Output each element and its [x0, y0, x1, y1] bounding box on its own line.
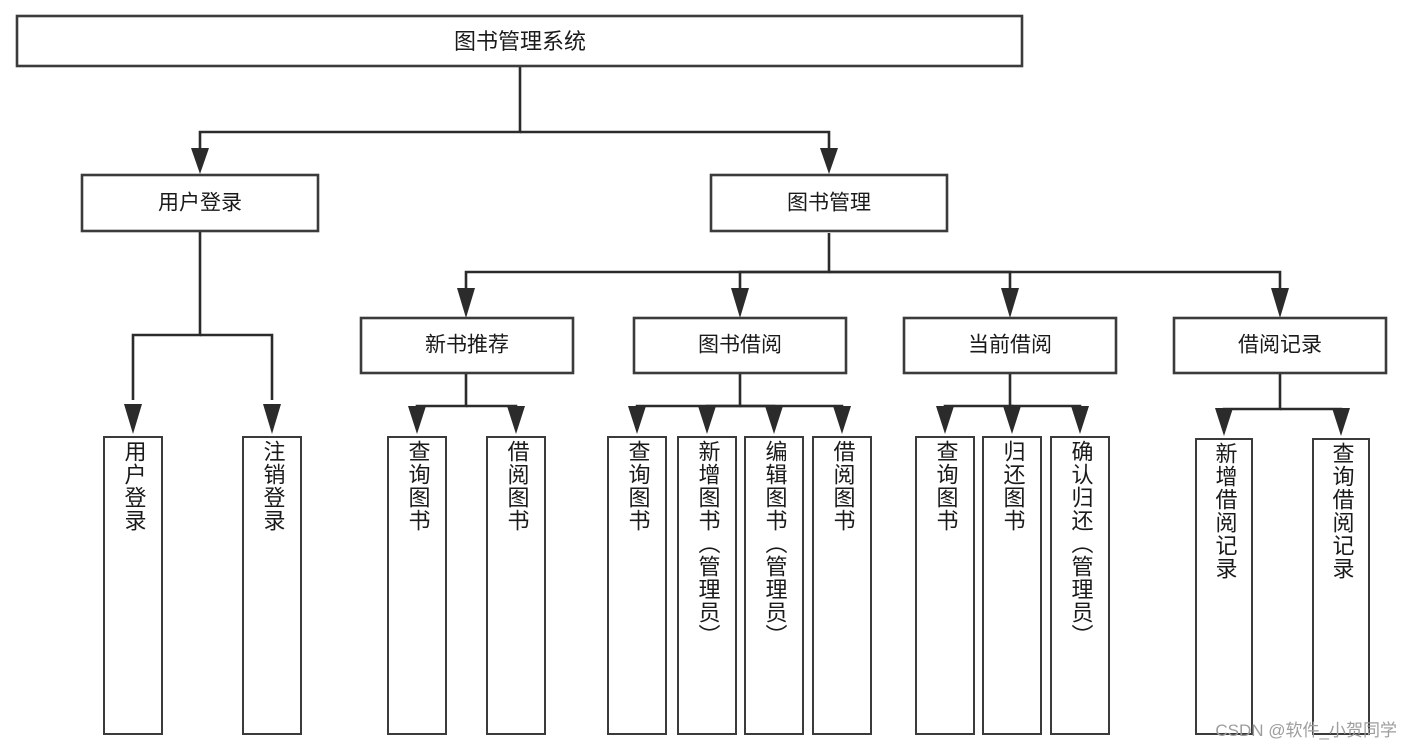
leaf-query-borrow-record[interactable]: 查询借阅记录	[1312, 438, 1370, 735]
leaf-edit-book-admin-label: 编辑图书（管理员）	[762, 440, 788, 647]
connector-bookborrow-to-leaves	[628, 373, 851, 434]
leaf-query-book-current-label: 查询图书	[933, 440, 959, 532]
leaf-borrow-book[interactable]: 借阅图书	[812, 436, 872, 735]
connector-newbook-to-leaves	[408, 373, 525, 434]
leaf-borrow-book-label: 借阅图书	[830, 440, 856, 532]
node-user-login[interactable]: 用户登录	[80, 173, 320, 233]
leaf-logout[interactable]: 注销登录	[242, 436, 302, 735]
node-borrow-record[interactable]: 借阅记录	[1172, 316, 1388, 375]
node-new-book-recommend-box[interactable]	[359, 316, 575, 375]
node-root[interactable]: 图书管理系统	[15, 14, 1024, 68]
node-borrow-record-label: 借阅记录	[1238, 334, 1322, 357]
arrow-head-icon	[1003, 406, 1021, 434]
connector-userlogin-to-leaves	[124, 230, 281, 434]
leaf-logout-label: 注销登录	[260, 440, 286, 532]
arrow-head-icon	[457, 288, 475, 318]
leaf-confirm-return-admin[interactable]: 确认归还（管理员）	[1050, 436, 1110, 735]
leaf-add-borrow-record-label: 新增借阅记录	[1212, 442, 1238, 580]
leaf-edit-book-admin[interactable]: 编辑图书（管理员）	[744, 436, 804, 735]
arrow-head-icon	[765, 406, 783, 434]
arrow-head-icon	[191, 148, 209, 174]
connector-root-to-level1	[191, 66, 838, 174]
node-book-borrow[interactable]: 图书借阅	[632, 316, 848, 375]
node-book-management-label: 图书管理	[787, 192, 871, 215]
connector-borrowrecord-to-leaves	[1215, 373, 1350, 436]
arrow-head-icon	[628, 406, 646, 434]
node-book-borrow-label: 图书借阅	[698, 334, 782, 357]
leaf-user-login[interactable]: 用户登录	[103, 436, 163, 735]
arrow-head-icon	[936, 406, 954, 434]
arrow-head-icon	[1071, 406, 1089, 434]
arrow-head-icon	[820, 148, 838, 174]
leaf-return-book-label: 归还图书	[1000, 440, 1026, 532]
leaf-query-borrow-record-label: 查询借阅记录	[1329, 442, 1355, 580]
leaf-query-book-borrow-label: 查询图书	[625, 440, 651, 532]
leaf-query-book-newbook[interactable]: 查询图书	[387, 436, 447, 735]
arrow-head-icon	[1001, 288, 1019, 318]
node-user-login-box[interactable]	[80, 173, 320, 233]
leaf-return-book[interactable]: 归还图书	[982, 436, 1042, 735]
node-current-borrow-box[interactable]	[902, 316, 1118, 375]
arrow-head-icon	[1332, 408, 1350, 436]
node-new-book-recommend[interactable]: 新书推荐	[359, 316, 575, 375]
arrow-head-icon	[507, 406, 525, 434]
leaf-add-book-admin-label: 新增图书（管理员）	[695, 440, 721, 647]
leaf-user-login-label: 用户登录	[121, 440, 147, 532]
leaf-add-borrow-record[interactable]: 新增借阅记录	[1195, 438, 1253, 735]
leaf-query-book-newbook-label: 查询图书	[405, 440, 431, 532]
arrow-head-icon	[698, 406, 716, 434]
arrow-head-icon	[124, 404, 142, 434]
node-book-borrow-box[interactable]	[632, 316, 848, 375]
node-current-borrow-label: 当前借阅	[968, 334, 1052, 357]
node-borrow-record-box[interactable]	[1172, 316, 1388, 375]
node-book-management[interactable]: 图书管理	[709, 173, 949, 233]
leaf-query-book-borrow[interactable]: 查询图书	[607, 436, 667, 735]
arrow-head-icon	[731, 288, 749, 318]
node-current-borrow[interactable]: 当前借阅	[902, 316, 1118, 375]
arrow-head-icon	[833, 406, 851, 434]
connector-currentborrow-to-leaves	[936, 373, 1089, 434]
node-new-book-recommend-label: 新书推荐	[425, 334, 509, 357]
leaf-confirm-return-admin-label: 确认归还（管理员）	[1068, 440, 1094, 647]
leaf-add-book-admin[interactable]: 新增图书（管理员）	[677, 436, 737, 735]
leaf-query-book-current[interactable]: 查询图书	[915, 436, 975, 735]
arrow-head-icon	[263, 404, 281, 434]
node-book-management-box[interactable]	[709, 173, 949, 233]
node-root-box[interactable]	[15, 14, 1024, 68]
leaf-borrow-book-newbook[interactable]: 借阅图书	[486, 436, 546, 735]
arrow-head-icon	[408, 406, 426, 434]
leaf-borrow-book-newbook-label: 借阅图书	[504, 440, 530, 532]
arrow-head-icon	[1271, 288, 1289, 318]
node-root-label: 图书管理系统	[454, 29, 586, 54]
connector-bookmgmt-to-level2	[457, 233, 1289, 318]
node-user-login-label: 用户登录	[158, 192, 242, 215]
arrow-head-icon	[1215, 408, 1233, 436]
